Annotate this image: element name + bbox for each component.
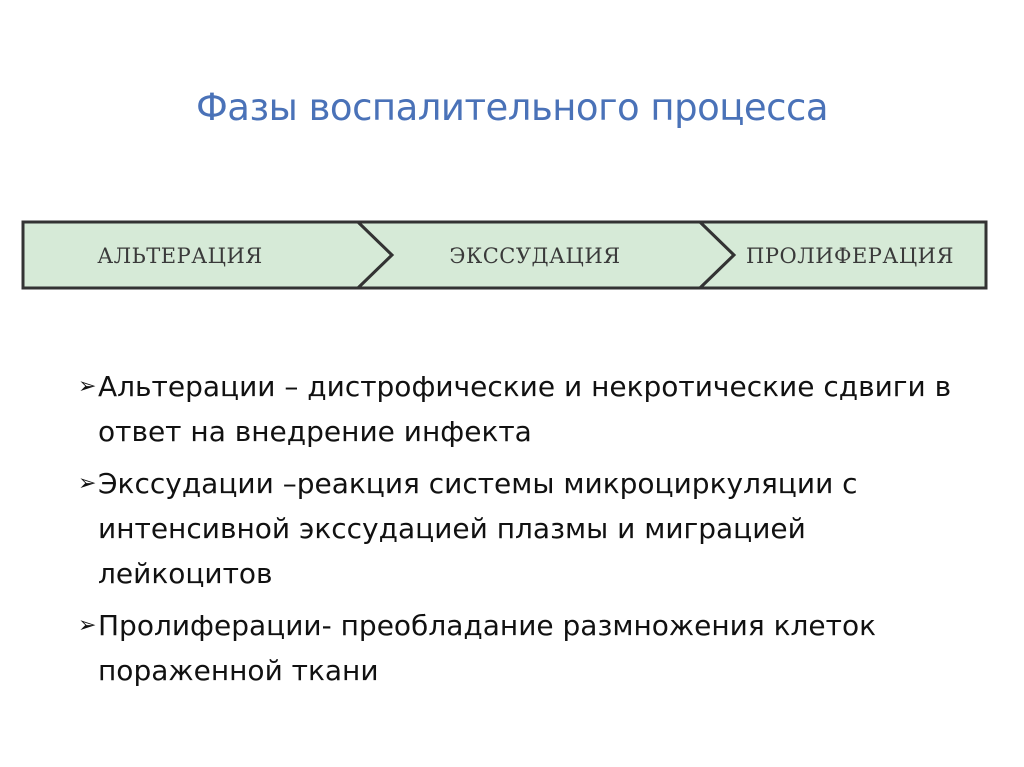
bullet-item-alteration: ➢ Альтерации – дистрофические и некротич… (78, 364, 978, 454)
bullet-text: Альтерации – дистрофические и некротичес… (98, 370, 952, 448)
bullet-text: Пролиферации- преобладание размножения к… (98, 609, 876, 687)
phase-alteration-label: АЛЬТЕРАЦИЯ (97, 244, 263, 268)
phase-proliferation-shape (696, 220, 988, 290)
bullet-item-exudation: ➢ Экссудации –реакция системы микроцирку… (78, 461, 978, 596)
slide-title: Фазы воспалительного процесса (195, 86, 829, 129)
bullet-text: Экссудации –реакция системы микроциркуля… (98, 467, 858, 590)
phase-proliferation-label: ПРОЛИФЕРАЦИЯ (746, 244, 954, 268)
arrow-bullet-icon: ➢ (78, 374, 97, 399)
phase-exudation-label: ЭКССУДАЦИЯ (449, 244, 620, 268)
phase-diagram: АЛЬТЕРАЦИЯ ЭКССУДАЦИЯ ПРОЛИФЕРАЦИЯ (21, 220, 988, 290)
bullet-list: ➢ Альтерации – дистрофические и некротич… (78, 364, 978, 700)
bullet-item-proliferation: ➢ Пролиферации- преобладание размножения… (78, 603, 978, 693)
arrow-bullet-icon: ➢ (78, 471, 97, 496)
arrow-bullet-icon: ➢ (78, 613, 97, 638)
